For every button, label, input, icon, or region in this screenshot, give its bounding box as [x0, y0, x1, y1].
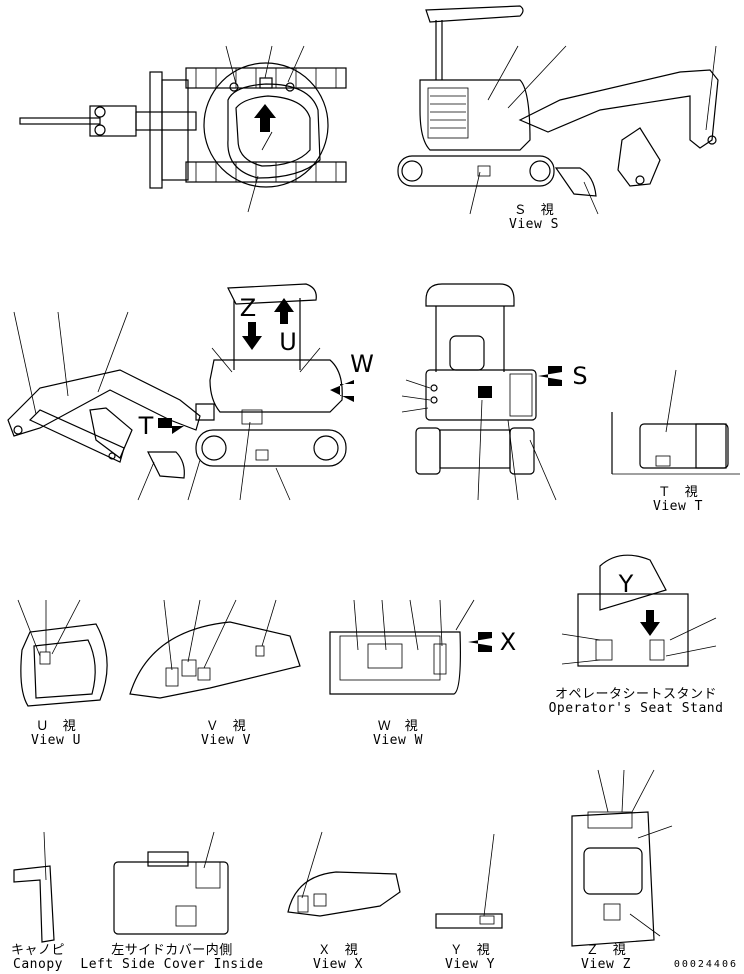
- view-x-drawing: [287, 831, 401, 917]
- view-letter-x: X: [499, 628, 517, 656]
- view-letter-u: U: [279, 328, 297, 356]
- view-letter-y: Y: [618, 570, 634, 598]
- view-letter-w: W: [350, 350, 374, 378]
- view-t-drawing: [611, 369, 740, 475]
- canopy-drawing: [13, 831, 55, 943]
- view-u-drawing: [17, 599, 108, 707]
- top-view-drawing: [19, 45, 347, 213]
- seat-stand-drawing: [561, 554, 717, 667]
- cover-drawing: [113, 831, 229, 935]
- document-number: 00024406: [673, 959, 738, 970]
- view-y-drawing: [435, 833, 503, 929]
- side-view-left-drawing: [7, 283, 354, 501]
- side-view-right-drawing: [397, 5, 719, 215]
- view-letter-z: Z: [239, 294, 257, 322]
- view-w-drawing: [329, 599, 492, 695]
- rear-view-drawing: [401, 283, 562, 501]
- view-letter-s: S: [572, 362, 588, 390]
- view-letter-t: T: [138, 412, 154, 440]
- view-z-drawing: [571, 769, 673, 947]
- view-v-drawing: [129, 599, 301, 699]
